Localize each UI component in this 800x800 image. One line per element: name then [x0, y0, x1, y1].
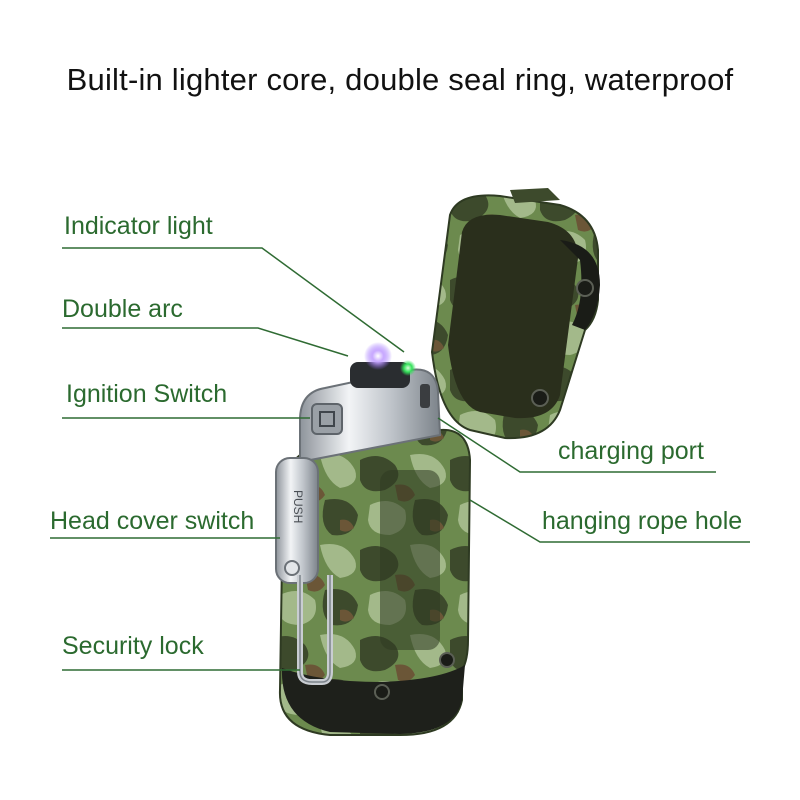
- indicator-light-glow: [400, 360, 416, 376]
- leader-charging-port: [437, 417, 716, 473]
- push-text: PUSH: [291, 490, 305, 523]
- leader-lines: [50, 247, 750, 671]
- arc-glow: [364, 342, 392, 370]
- label-head-cover-switch: Head cover switch: [50, 507, 255, 535]
- label-hanging-rope-hole: hanging rope hole: [542, 507, 743, 535]
- label-double-arc: Double arc: [62, 295, 183, 323]
- security-lock: [297, 575, 333, 685]
- lid: [430, 188, 600, 440]
- leader-indicator-light: [62, 247, 405, 353]
- label-charging-port: charging port: [558, 437, 704, 465]
- label-ignition-switch: Ignition Switch: [66, 380, 228, 408]
- label-indicator-light: Indicator light: [64, 212, 213, 240]
- label-security-lock: Security lock: [62, 632, 204, 660]
- chrome-head: [299, 342, 442, 464]
- usb-port: [420, 384, 430, 408]
- leader-double-arc: [62, 327, 349, 357]
- leader-hanging-rope-hole: [469, 499, 750, 543]
- headline: Built-in lighter core, double seal ring,…: [66, 62, 734, 97]
- ignition-switch-button: [311, 403, 343, 435]
- push-switch: PUSH: [275, 457, 319, 584]
